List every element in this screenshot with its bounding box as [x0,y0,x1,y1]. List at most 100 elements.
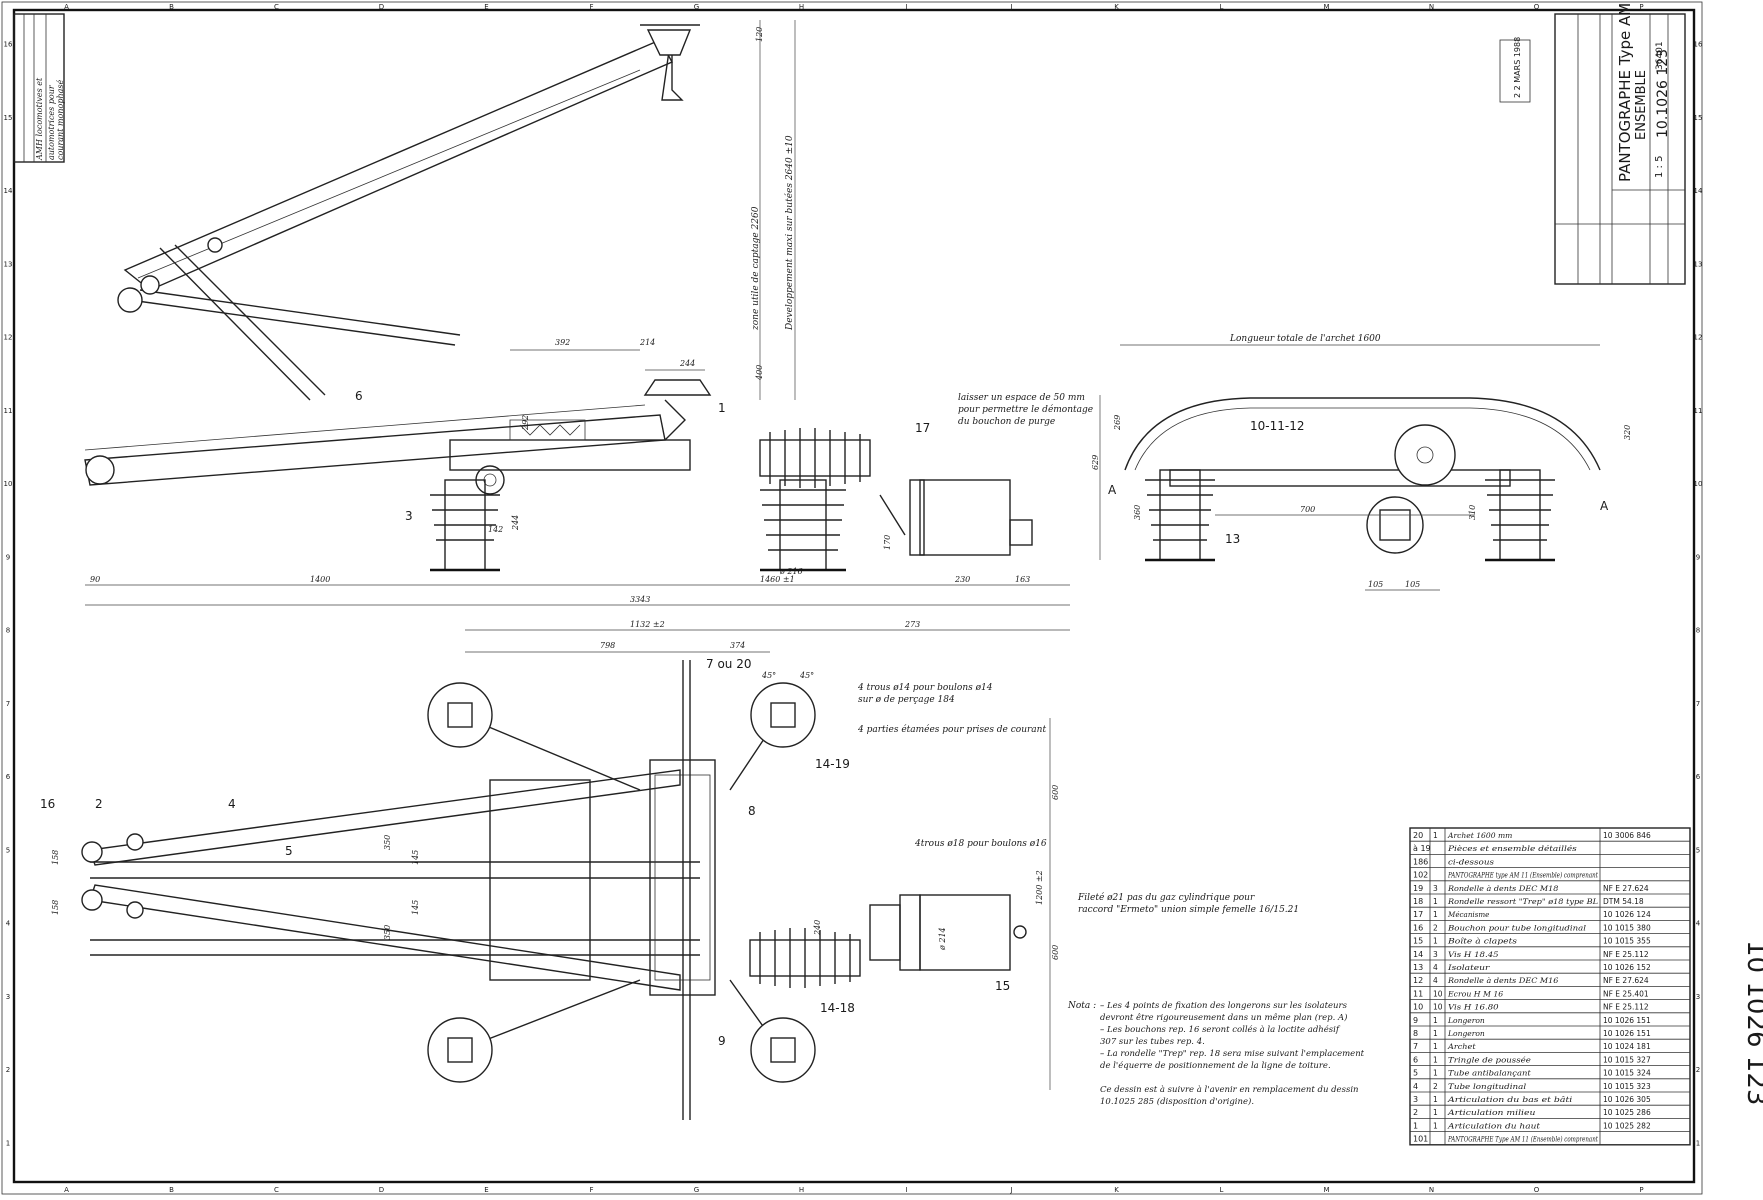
label-16: 16 [40,797,55,811]
note-parties: 4 parties étamées pour prises de courant [857,724,1046,735]
parts-rep: 101 [1413,1135,1428,1144]
border-col-label-top: E [484,3,488,11]
parts-rep: 8 [1413,1029,1418,1038]
parts-ref: 10 1025 282 [1603,1121,1651,1130]
parts-name: Longeron [1447,1029,1485,1038]
border-col-label-bottom: A [64,1186,69,1194]
border-row-label-left: 12 [4,334,13,342]
border-col-label-bottom: O [1534,1186,1540,1194]
parts-rep: 11 [1413,989,1423,998]
dim-214: 214 [639,338,655,347]
parts-ref: 10 1026 124 [1603,910,1651,919]
parts-name: Longeron [1447,1016,1485,1025]
parts-name: Isolateur [1447,963,1490,972]
dim-310: 310 [1468,505,1477,520]
insulator-middle [760,479,846,572]
border-col-label-bottom: F [589,1186,593,1194]
parts-qty: 2 [1433,923,1438,932]
parts-name: Tube antibalançant [1448,1069,1532,1078]
border-col-label-bottom: C [274,1186,279,1194]
insulator-horizontal [759,428,871,488]
dim-216: ø 216 [779,567,803,576]
dim-105b: 105 [1405,580,1420,589]
parts-name: ci-dessous [1448,857,1494,866]
border-col-label-bottom: P [1639,1186,1643,1194]
border-col-label-bottom: I [905,1186,907,1194]
parts-qty: 4 [1433,963,1438,972]
parts-rep: 1 [1413,1121,1418,1130]
mounting-foot-br [750,1017,816,1083]
border-col-label-top: L [1220,3,1224,11]
plan-insulator [749,928,861,988]
dim-120: 120 [755,27,764,42]
title-block: 2 2 MARS 1988 PANTOGRAPHE Type AM 11 ENS… [1499,0,1686,285]
label-A-right: A [1600,499,1609,513]
border-row-label-right: 5 [1696,846,1700,854]
border-col-label-top: G [694,3,699,11]
parts-qty: 1 [1433,910,1438,919]
dim-105a: 105 [1368,580,1383,589]
notes-title: Nota : [1067,1001,1096,1011]
plan-view-assembly [81,660,1027,1120]
note-filete-2: raccord "Ermeto" union simple femelle 16… [1078,905,1299,915]
border-row-label-left: 7 [6,700,10,708]
parts-ref: 10 1015 324 [1603,1069,1651,1078]
border-row-label-left: 8 [6,627,10,635]
dim-45b: 45° [799,671,814,680]
border-col-label-top: P [1639,3,1643,11]
dim-350b: 350 [383,925,392,940]
mounting-foot-tr [750,682,816,748]
border-col-label-bottom: L [1220,1186,1224,1194]
parts-ref: 10 3006 846 [1603,831,1651,840]
dim-240: 240 [813,920,822,936]
border-col-label-top: J [1009,3,1012,11]
drawing-title: PANTOGRAPHE Type AM 11 [1616,0,1634,182]
border-col-label-top: O [1534,3,1540,11]
parts-name: Rondelle à dents DEC M18 [1447,884,1559,893]
parts-rep: 13 [1413,963,1423,972]
note-line: devront être rigoureusement dans un même… [1100,1012,1347,1023]
parts-name: Archet [1447,1042,1477,1051]
dim-158a: 158 [51,850,60,865]
border-row-label-right: 3 [1696,993,1700,1001]
note-line: – La rondelle "Trep" rep. 18 sera mise s… [1100,1049,1365,1059]
parts-ref: 10 1026 152 [1603,963,1651,972]
plan-view-dimensions: 798 374 600 600 1200 ±2 350 350 145 145 … [40,641,1299,1090]
dim-798: 798 [600,641,615,650]
end-view-assembly: Longueur totale de l'archet 1600 629 269… [1091,334,1632,591]
parts-name: Mécanisme [1447,910,1490,919]
dim-400: 400 [755,365,764,381]
dim-145a: 145 [411,850,420,865]
parts-qty: 1 [1433,937,1438,946]
end-insulator-right [1485,469,1555,562]
parts-name: PANTOGRAPHE type AM 11 (Ensemble) compre… [1447,871,1598,880]
border-col-label-bottom: D [379,1186,384,1194]
border-row-label-left: 14 [4,187,13,195]
note-line: – Les bouchons rep. 16 seront collés à l… [1100,1024,1341,1035]
dim-374: 374 [730,641,745,650]
parts-rep: 12 [1413,976,1423,985]
parts-rep: 186 [1413,857,1428,866]
purge-note-2: pour permettre le démontage [958,404,1093,415]
label-7-ou-20: 7 ou 20 [706,657,751,671]
border-row-label-right: 7 [1696,700,1700,708]
border-col-label-top: C [274,3,279,11]
purge-note-1: laisser un espace de 50 mm [958,393,1085,403]
border-col-label-bottom: M [1323,1186,1329,1194]
parts-rep: 102 [1413,871,1428,880]
dim-273: 273 [904,620,920,629]
dim-230: 230 [954,575,970,584]
parts-name: Articulation du haut [1447,1121,1541,1130]
dim-45a: 45° [761,671,776,680]
border-col-label-bottom: B [169,1186,174,1194]
border-row-label-left: 9 [6,553,10,561]
parts-ref: NF E 25.112 [1603,950,1649,959]
border-row-label-right: 12 [1694,334,1703,342]
note-trous18: 4trous ø18 pour boulons ø16 [914,839,1047,849]
dim-3343: 3343 [630,595,650,604]
parts-rep: 14 [1413,950,1423,959]
border-col-label-bottom: H [799,1186,804,1194]
parts-qty: 1 [1433,897,1438,906]
label-17: 17 [915,421,930,435]
